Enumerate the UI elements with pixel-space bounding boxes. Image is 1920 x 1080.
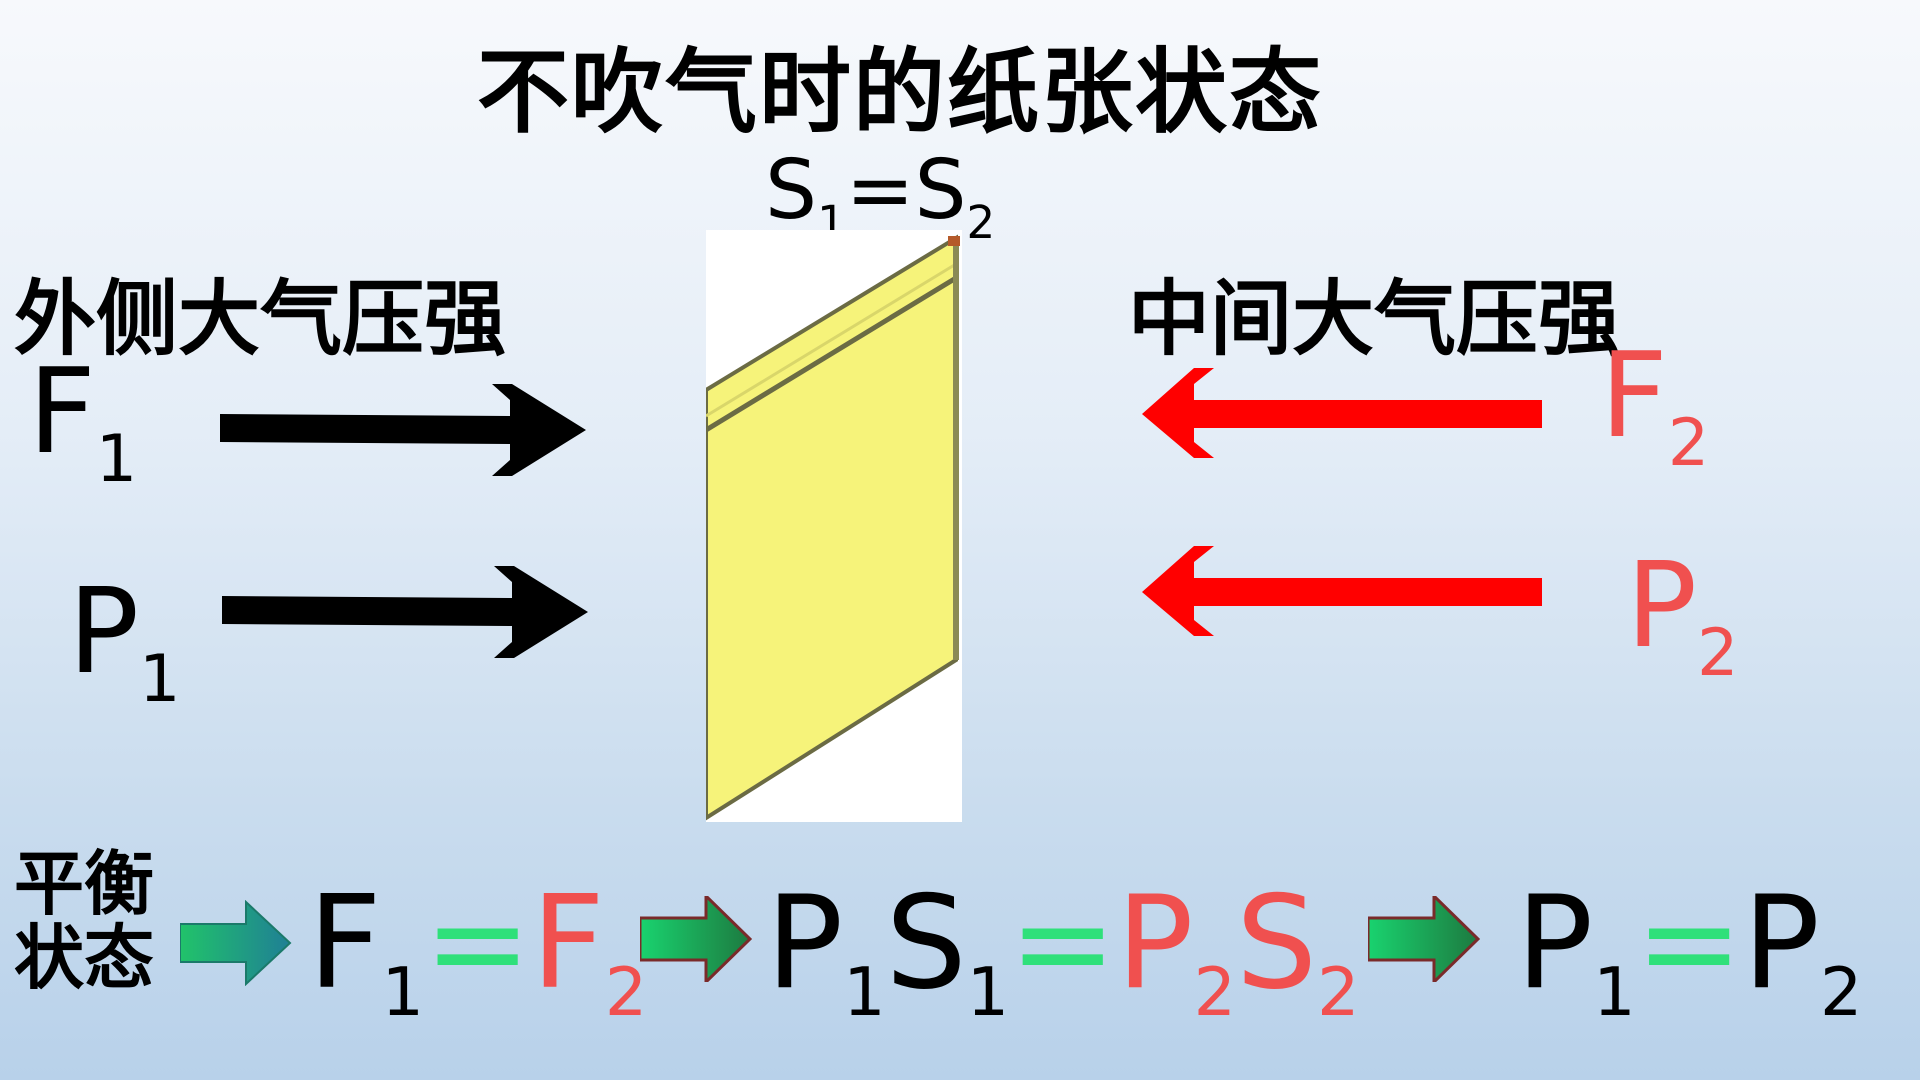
equation-p1s1-p2s2: P1S1=P2S2 [766,880,1360,1026]
paper-sheet [706,230,962,822]
flow-arrow-icon [1368,896,1480,982]
eq3-p2-letter: P [1742,869,1820,1018]
p1-sub: 1 [139,642,181,718]
arrow-right-icon [222,566,588,658]
eq1-f2-letter: F [531,869,605,1018]
eq1-f1-sub: 1 [381,952,424,1031]
f1-sub: 1 [95,422,138,498]
eq3-p1-sub: 1 [1593,952,1636,1031]
arrow-left-icon [1142,368,1542,458]
eq2-s2-sub: 2 [1317,952,1360,1031]
area-s1-letter: S [765,143,818,238]
eq2-s2-letter: S [1235,869,1318,1018]
p1-letter: P [68,562,140,700]
f2-sub: 2 [1667,406,1710,482]
eq2-s1-sub: 1 [966,952,1010,1031]
eq2-p2-sub: 2 [1193,952,1236,1031]
eq1-f1-letter: F [308,869,382,1018]
eq3-p2-sub: 2 [1819,952,1863,1031]
flow-arrow-icon [180,900,292,986]
force-f2-label: F2 [1600,336,1709,476]
eq2-s1-letter: S [885,869,967,1018]
force-f1-label: F1 [28,352,137,492]
eq2-p2-letter: P [1116,869,1194,1018]
arrow-left-icon [1142,546,1542,636]
pressure-p1-label: P1 [68,572,180,712]
pressure-p2-label: P2 [1626,546,1738,686]
p2-letter: P [1626,536,1698,674]
eq2-p1-sub: 1 [843,952,886,1031]
eq2-eq-sign: = [1009,869,1117,1018]
area-eq-sign: = [845,143,915,238]
area-s2-sub: 2 [966,196,996,250]
eq3-eq-sign: = [1635,869,1743,1018]
flow-arrow-icon [640,896,752,982]
eq1-f2-sub: 2 [604,952,648,1031]
middle-pressure-label: 中间大气压强 [1128,272,1621,367]
outer-pressure-label: 外侧大气压强 [14,272,507,367]
eq2-p1-letter: P [766,869,844,1018]
eq3-p1-letter: P [1516,869,1594,1018]
balance-line2: 状态 [14,916,154,999]
f2-letter: F [1600,326,1668,464]
arrow-right-icon [220,384,586,476]
area-s2-letter: S [914,143,967,238]
eq1-eq-sign: = [423,869,532,1018]
area-equation: S1=S2 [765,150,995,246]
balance-line1: 平衡 [14,843,154,925]
f1-letter: F [28,342,96,480]
page-title: 不吹气时的纸张状态 [476,39,1323,146]
balance-state-label: 平衡 状态 [14,843,154,999]
equation-f1-f2: F1=F2 [308,880,647,1026]
equation-p1-p2: P1=P2 [1516,880,1862,1026]
p2-sub: 2 [1697,616,1739,692]
